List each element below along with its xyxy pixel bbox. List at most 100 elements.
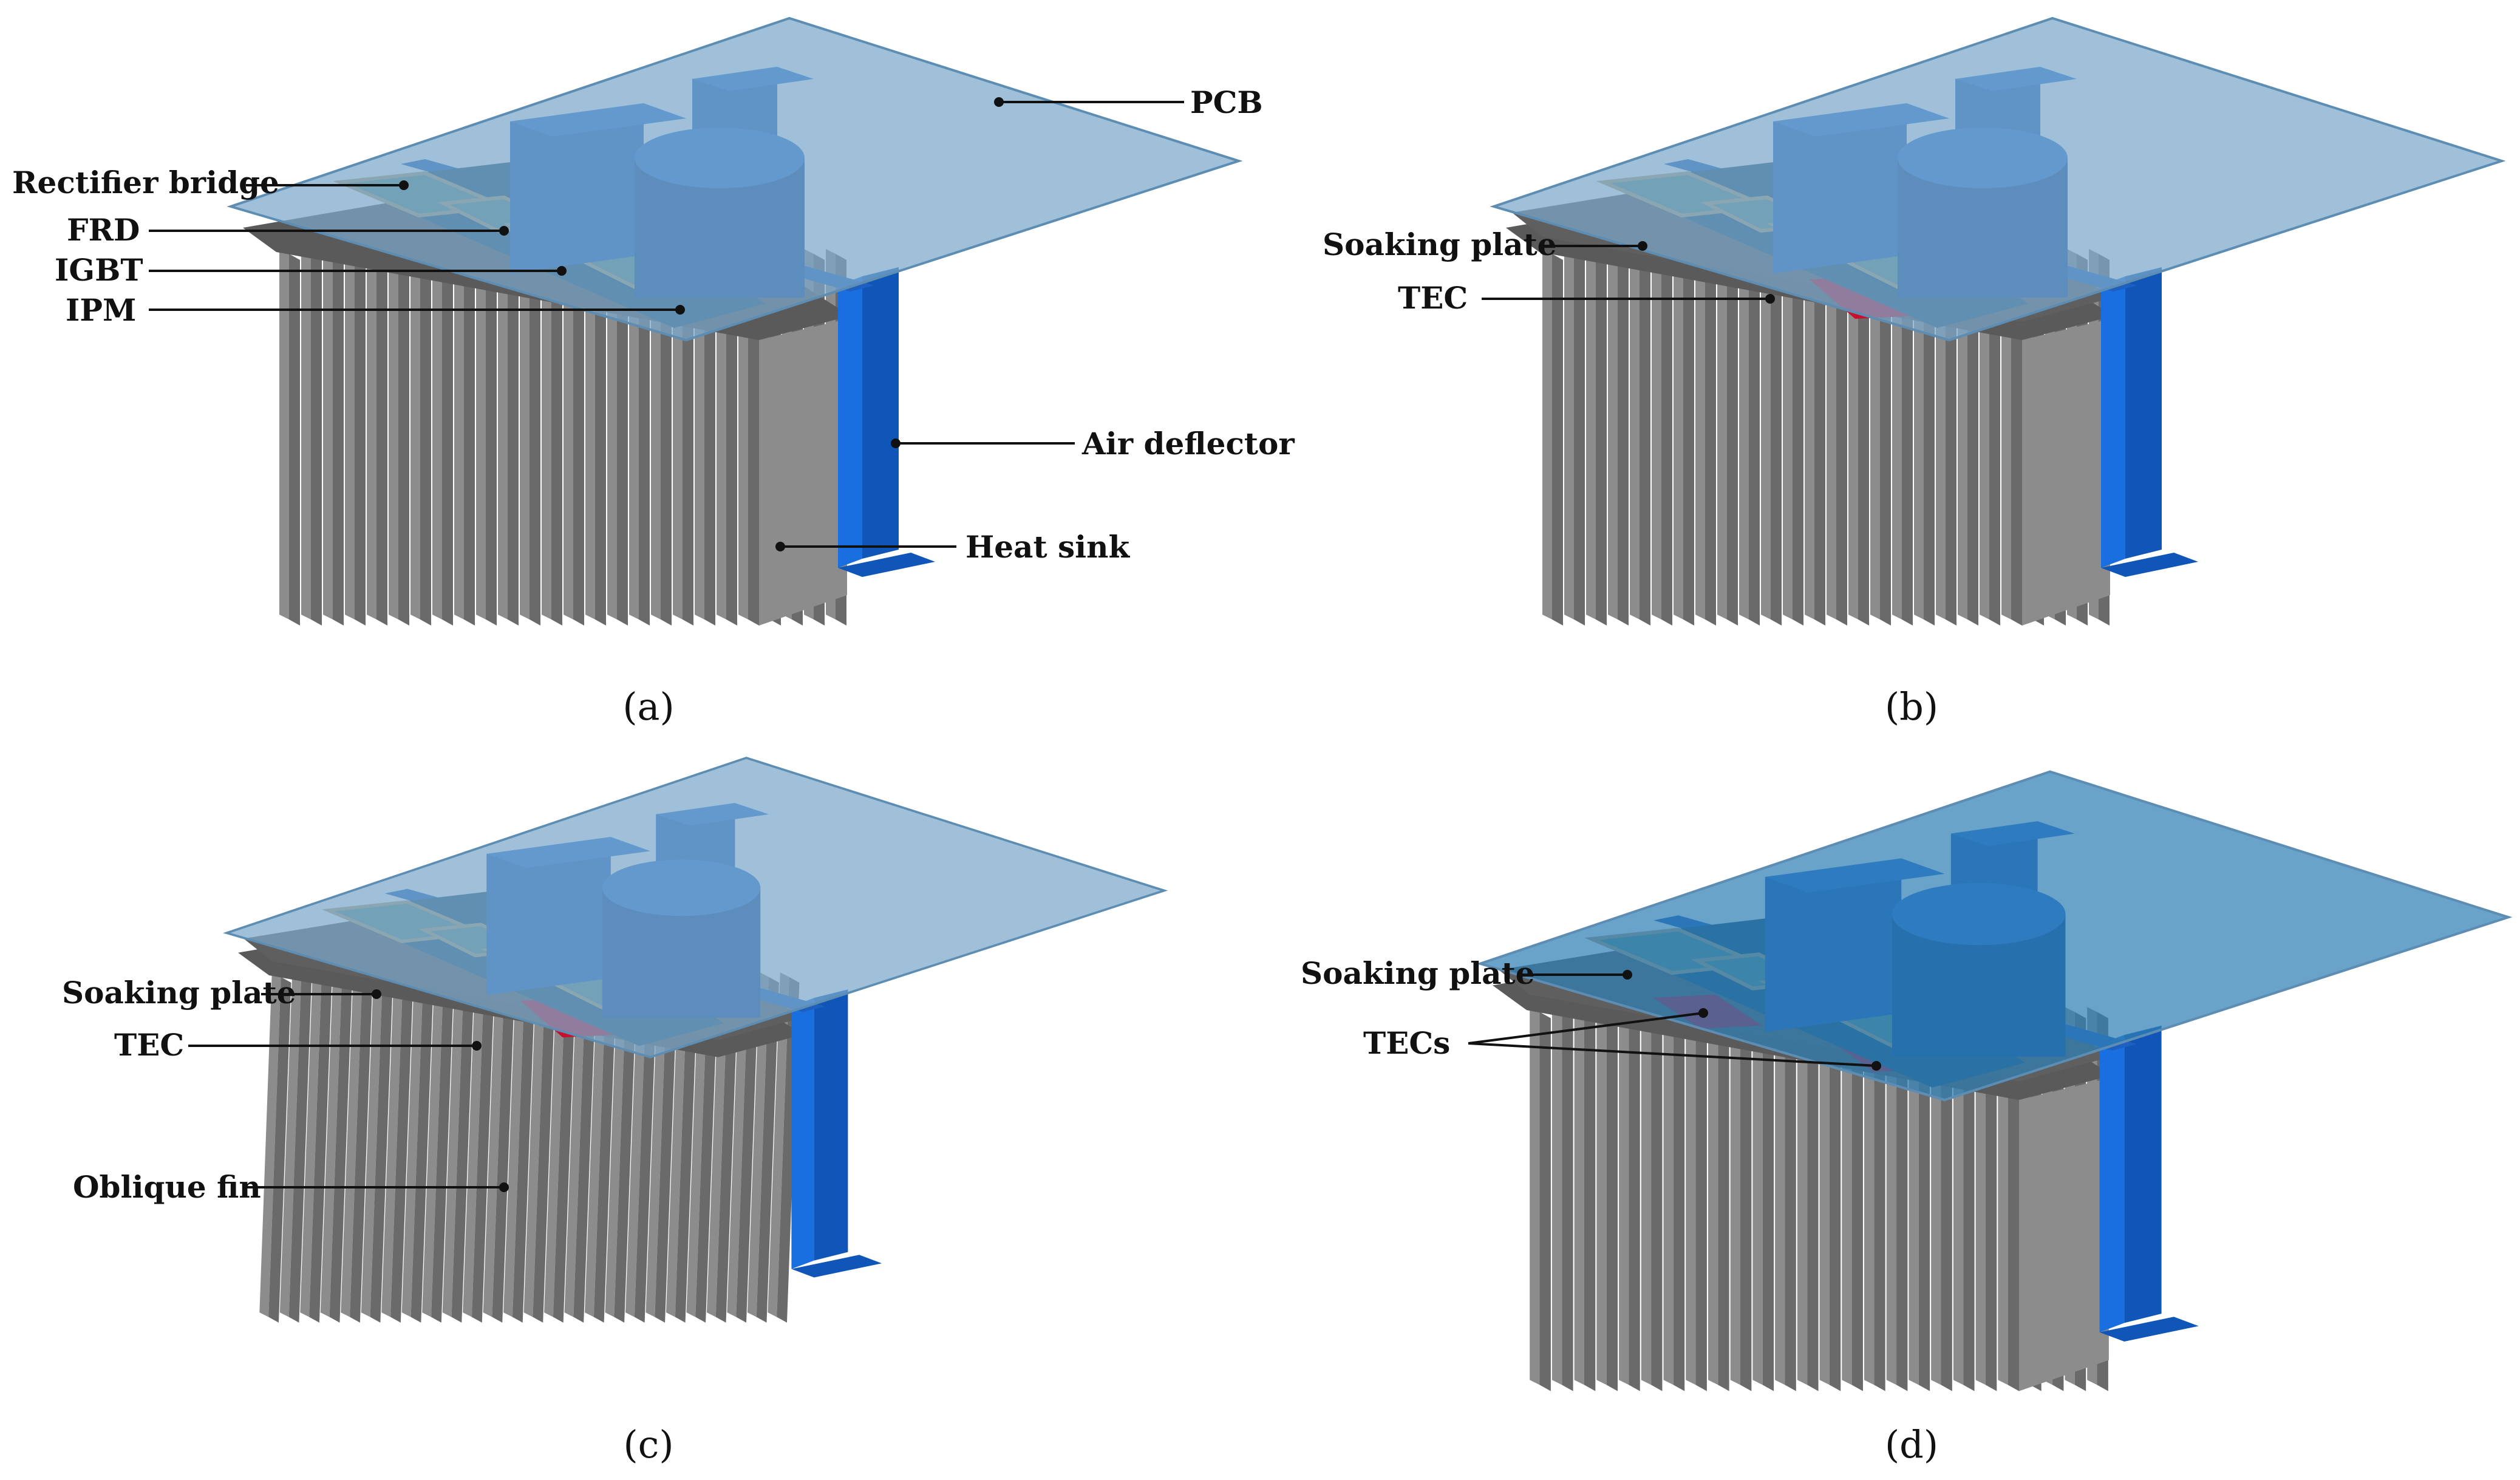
heat-sink-fin	[1848, 249, 1858, 619]
heat-sink-fin	[666, 972, 688, 1317]
air-deflector-face	[2099, 1035, 2125, 1332]
heat-sink-fin-side	[1785, 1012, 1796, 1391]
heat-sink-fin-side	[1629, 1012, 1640, 1391]
heat-sink-fin	[1909, 1007, 1919, 1385]
heat-sink-fin-side	[634, 977, 658, 1323]
heat-sink-fin	[1827, 249, 1836, 619]
heat-sink-fin	[381, 972, 403, 1317]
heat-sink-fin-side	[1924, 254, 1935, 626]
heat-sink-fin	[727, 972, 749, 1317]
heat-sink-fin-side	[661, 254, 672, 626]
heat-sink-fin-side	[595, 254, 606, 626]
heat-sink-fin	[1886, 1007, 1897, 1385]
heat-sink-fin	[1530, 1007, 1540, 1385]
heat-sink-fin-side	[398, 254, 409, 626]
heat-sink-fin-side	[573, 254, 584, 626]
heat-sink-fin	[1574, 1007, 1584, 1385]
heat-sink-fin	[645, 972, 667, 1317]
heat-sink-fin-side	[472, 977, 495, 1323]
heat-sink-fin-side	[551, 254, 562, 626]
heat-sink-fin-side	[1918, 1012, 1930, 1391]
heat-sink-fin	[544, 972, 566, 1317]
heat-sink-end	[2019, 1078, 2109, 1391]
caption-b: (b)	[1885, 684, 1938, 729]
heat-sink-fin	[361, 972, 383, 1317]
heat-sink-fin-side	[1807, 1012, 1819, 1391]
heat-sink-fin	[323, 249, 333, 619]
heat-sink-fin-side	[1858, 254, 1869, 626]
heat-sink-fin	[564, 972, 586, 1317]
heat-sink-fin	[1652, 249, 1661, 619]
air-deflector-side	[2125, 267, 2162, 559]
caption-c: (c)	[623, 1422, 673, 1467]
heat-sink-fin-side	[486, 254, 497, 626]
heat-sink-fin	[651, 249, 661, 619]
heat-sink-fin-side	[1740, 1012, 1752, 1391]
heat-sink-fin	[1797, 1007, 1808, 1385]
heat-sink-fin-side	[715, 977, 738, 1323]
caption-a: (a)	[622, 684, 674, 729]
heat-sink-fin	[1551, 1007, 1562, 1385]
leaders-d	[1468, 970, 1881, 1071]
air-deflector-foot	[2101, 553, 2198, 577]
leaders-a	[149, 97, 1184, 551]
air-deflector-foot	[838, 553, 935, 577]
assembly-a	[226, 16, 1243, 626]
heat-sink-fin-side	[1985, 1012, 1997, 1391]
heat-sink-fin	[1958, 249, 1967, 619]
heat-sink-fin-side	[431, 977, 454, 1323]
heat-sink-fin	[1695, 249, 1705, 619]
air-deflector-face	[2101, 276, 2125, 568]
label-oblique-fin: Oblique fin	[73, 1169, 261, 1205]
heat-sink-fin	[422, 972, 444, 1317]
heat-sink-fin	[542, 249, 551, 619]
heat-sink-fin	[605, 972, 627, 1317]
heat-sink-fin	[1931, 1007, 1941, 1385]
heat-sink-fin	[523, 972, 545, 1317]
heat-sink-fin-side	[1695, 1012, 1707, 1391]
pcb-board	[226, 16, 1243, 342]
heat-sink-fin-side	[726, 254, 737, 626]
air-deflector-face	[791, 998, 814, 1269]
heat-sink-fin-side	[1771, 254, 1782, 626]
heat-sink-fin-side	[1896, 1012, 1908, 1391]
heat-sink-fin	[301, 249, 311, 619]
heat-sink-fin-side	[1705, 254, 1716, 626]
heat-sink-fin	[1708, 1007, 1718, 1385]
heat-sink-fin	[432, 249, 442, 619]
heat-sink-fin	[442, 972, 465, 1317]
label-heat-sink: Heat sink	[965, 529, 1130, 565]
heat-sink-fin	[259, 972, 281, 1317]
heat-sink-fin	[1761, 249, 1771, 619]
heat-sink-fin	[717, 249, 726, 619]
heat-sink-fin	[1975, 1007, 1986, 1385]
heat-sink-fin-side	[289, 254, 300, 626]
heat-sink-fin	[341, 972, 363, 1317]
heat-sink-fin-side	[1539, 1012, 1551, 1391]
heat-sink-end	[759, 319, 847, 626]
air-deflector-foot	[791, 1255, 882, 1278]
heat-sink-fin	[279, 972, 302, 1317]
heat-sink-fin-side	[1596, 254, 1607, 626]
leaders-c	[188, 989, 509, 1192]
heat-sink-fin	[1686, 1007, 1696, 1385]
heat-sink-fin	[1596, 1007, 1607, 1385]
heat-sink-fin-side	[639, 254, 650, 626]
heat-sink-fin-side	[748, 254, 759, 626]
heat-sink-fin-side	[1874, 1012, 1885, 1391]
heat-sink-fin	[1663, 1007, 1674, 1385]
heat-sink-fin-side	[508, 254, 519, 626]
heat-sink-fin	[476, 249, 486, 619]
heat-sink-fin	[768, 972, 789, 1317]
heat-sink-fin	[1998, 1007, 2008, 1385]
heat-sink-fin	[1953, 1007, 1964, 1385]
heat-sink-fin-side	[1727, 254, 1738, 626]
heat-sink-fin	[345, 249, 355, 619]
heat-sink-fin-side	[1836, 254, 1847, 626]
air-deflector-face	[838, 276, 862, 568]
heat-sink-fin	[1775, 1007, 1785, 1385]
heat-sink-fin-side	[2011, 254, 2022, 626]
heat-sink-fin	[279, 249, 289, 619]
heat-sink-fin	[1936, 249, 1946, 619]
